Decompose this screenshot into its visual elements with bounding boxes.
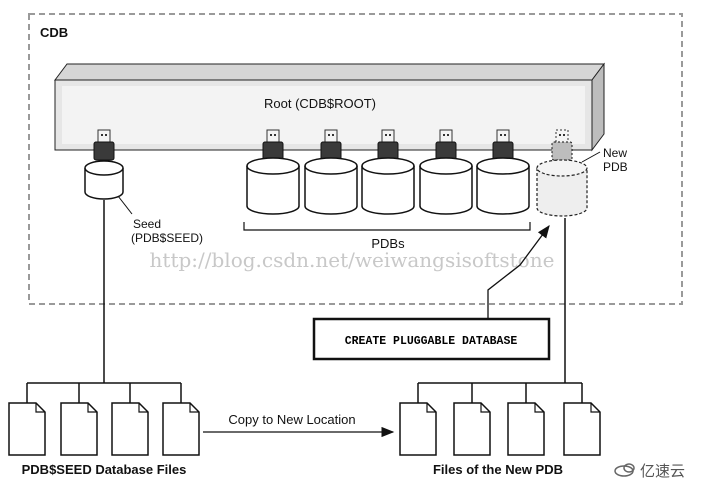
seed-label: Seed [133,217,161,231]
seed-callout-line [117,195,133,215]
command-text: CREATE PLUGGABLE DATABASE [345,335,518,348]
pdb-cylinders [246,157,530,215]
new-pdb-label-sub: PDB [603,160,628,174]
pdb-cylinder [476,157,530,215]
database-file-icons [8,402,601,456]
plug-connectors [93,129,573,161]
plug-icon [377,129,399,161]
plug-icon [492,129,514,161]
document-icon [399,402,437,456]
root-label: Root (CDB$ROOT) [264,96,376,111]
seed-file-tree [26,382,182,403]
pdb-cylinder [246,157,300,215]
seed-label-sub: (PDB$SEED) [131,231,203,245]
pdb-cylinder [419,157,473,215]
cdb-container [28,13,683,305]
document-icon [507,402,545,456]
plug-icon [320,129,342,161]
yisu-logo [614,463,635,477]
pdbs-label: PDBs [371,236,405,251]
new-pdb-label: New [603,146,627,160]
plug-icon [551,129,573,161]
pdb-cylinder [361,157,415,215]
seed-cylinder [84,160,124,200]
copy-label: Copy to New Location [228,412,355,427]
pdbs-bracket [243,222,531,231]
command-arrow [487,224,550,319]
plug-icon [93,129,115,161]
watermark: http://blog.csdn.net/weiwangsisoftstone [150,248,555,272]
cdb-label: CDB [40,25,68,40]
pdb-cylinder [304,157,358,215]
document-icon [60,402,98,456]
seed-files-label: PDB$SEED Database Files [22,462,187,477]
command-box [312,317,551,361]
document-icon [8,402,46,456]
document-icon [162,402,200,456]
new-pdb-cylinder [536,159,588,217]
new-files-label: Files of the New PDB [433,462,563,477]
plug-icon [435,129,457,161]
document-icon [563,402,601,456]
new-pdb-file-tree [417,218,583,403]
document-icon [453,402,491,456]
document-icon [111,402,149,456]
logo-text: 亿速云 [640,462,685,480]
new-pdb-callout-line [581,151,601,163]
